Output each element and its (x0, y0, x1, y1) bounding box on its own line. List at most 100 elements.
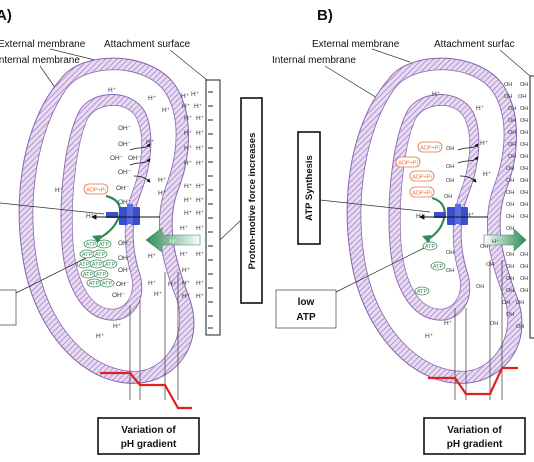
svg-text:OH: OH (508, 106, 516, 112)
svg-text:OH: OH (480, 244, 488, 250)
svg-text:OH: OH (446, 268, 454, 274)
svg-text:OH: OH (520, 166, 528, 172)
svg-text:H⁺: H⁺ (466, 212, 475, 219)
svg-text:H⁺: H⁺ (184, 145, 193, 152)
svg-text:ATP: ATP (79, 262, 90, 268)
svg-text:OH: OH (520, 130, 528, 136)
svg-text:H⁺: H⁺ (158, 177, 167, 184)
svg-text:OH: OH (508, 154, 516, 160)
svg-text:OH: OH (506, 214, 514, 220)
panel-a-ph-curve (100, 371, 192, 410)
svg-text:H⁺: H⁺ (146, 139, 155, 146)
panel-a-influx-hplus: H⁺ (170, 238, 177, 245)
svg-text:OH⁻: OH⁻ (118, 267, 132, 274)
svg-text:OH⁻: OH⁻ (118, 169, 132, 176)
svg-text:ATP: ATP (99, 242, 110, 248)
panel-b-internal-membrane-label: Internal membrane (272, 55, 356, 66)
svg-text:OH: OH (506, 202, 514, 208)
panel-b-letter: B) (317, 7, 333, 24)
svg-text:H⁺: H⁺ (158, 190, 167, 197)
svg-text:H⁺: H⁺ (148, 280, 157, 287)
svg-text:OH: OH (520, 142, 528, 148)
panel-b-ph-curve (428, 366, 518, 396)
svg-text:H⁺: H⁺ (181, 93, 190, 100)
svg-text:H⁺: H⁺ (196, 160, 205, 167)
svg-text:OH: OH (502, 300, 510, 306)
panel-a-atp-pool: ATP ATP ATP ATP ATP ATP ATP ATP ATP ATP … (76, 239, 118, 288)
svg-text:H⁺: H⁺ (196, 145, 205, 152)
svg-text:H⁺: H⁺ (196, 197, 205, 204)
svg-text:H⁺: H⁺ (184, 115, 193, 122)
panel-b-external-membrane-label: External membrane (312, 39, 400, 50)
svg-text:H⁺: H⁺ (180, 251, 189, 258)
svg-text:H⁺: H⁺ (196, 225, 205, 232)
svg-text:OH: OH (520, 252, 528, 258)
svg-text:ATP: ATP (425, 244, 436, 250)
svg-text:H⁺: H⁺ (425, 333, 434, 340)
svg-text:OH: OH (520, 214, 528, 220)
svg-text:H⁺: H⁺ (182, 280, 191, 287)
svg-text:OH: OH (516, 324, 524, 330)
svg-text:OH: OH (520, 190, 528, 196)
panel-a-proton-pump-arrows (129, 143, 151, 183)
svg-text:H⁺: H⁺ (168, 281, 177, 288)
svg-text:OH: OH (520, 276, 528, 282)
svg-text:H⁺: H⁺ (182, 293, 191, 300)
svg-text:OH⁻: OH⁻ (118, 199, 132, 206)
svg-text:H⁺: H⁺ (184, 183, 193, 190)
svg-text:ATP: ATP (83, 272, 94, 278)
svg-text:OH: OH (520, 82, 528, 88)
panel-a-external-membrane-label: External membrane (0, 39, 86, 50)
panel-a-attachment-surface (205, 79, 221, 336)
svg-text:H⁺: H⁺ (196, 115, 205, 122)
svg-text:ATP: ATP (95, 252, 106, 258)
svg-text:H⁺: H⁺ (476, 105, 485, 112)
panel-a-variation-line2: pH gradient (121, 439, 177, 450)
panel-a-variation-box (97, 417, 200, 455)
svg-text:H⁺: H⁺ (158, 243, 167, 250)
svg-text:H⁺: H⁺ (196, 251, 205, 258)
panel-b-adp-pool: ADP+Pi ADP+Pi ADP+Pi (395, 141, 443, 182)
panel-b-proton-pump-arrows (457, 143, 479, 183)
svg-text:H⁺: H⁺ (196, 210, 205, 217)
panel-a-internal-membrane-label: Internal membrane (0, 55, 80, 66)
svg-text:OH: OH (520, 154, 528, 160)
svg-text:H⁺: H⁺ (480, 140, 489, 147)
svg-text:OH: OH (476, 284, 484, 290)
svg-text:H⁺: H⁺ (154, 291, 163, 298)
panel-a-adp-pi (83, 183, 109, 195)
svg-text:ATP: ATP (82, 252, 93, 258)
svg-text:H⁺: H⁺ (55, 187, 64, 194)
svg-text:OH: OH (518, 94, 526, 100)
panel-a-attachment-surface-label: Attachment surface (104, 39, 191, 50)
svg-text:OH⁻: OH⁻ (112, 292, 126, 299)
panel-b-attachment-surface (529, 75, 534, 339)
svg-text:OH: OH (506, 166, 514, 172)
svg-text:OH: OH (506, 264, 514, 270)
panel-b-variation-line2: pH gradient (447, 439, 503, 450)
low-atp-line2: ATP (296, 312, 316, 323)
svg-text:OH⁻: OH⁻ (118, 125, 132, 132)
svg-text:H⁺: H⁺ (182, 103, 191, 110)
svg-text:H⁺: H⁺ (196, 293, 205, 300)
panel-b-oh-ions: OH OH OH OH OH OH OH OH OH OH OH OH OH O… (444, 82, 528, 330)
svg-text:OH: OH (508, 130, 516, 136)
svg-text:OH⁻: OH⁻ (128, 155, 142, 162)
panel-a-letter: A) (0, 7, 12, 24)
svg-text:H⁺: H⁺ (196, 130, 205, 137)
svg-text:ADP+Pi: ADP+Pi (420, 146, 439, 152)
svg-text:OH⁻: OH⁻ (116, 281, 130, 288)
panel-a: A) External membrane Internal membrane A… (0, 7, 263, 455)
svg-text:OH: OH (520, 118, 528, 124)
svg-text:ATP: ATP (102, 281, 113, 287)
svg-text:H⁺: H⁺ (184, 160, 193, 167)
svg-text:H⁺: H⁺ (483, 171, 492, 178)
svg-text:H⁺: H⁺ (444, 320, 453, 327)
svg-text:OH: OH (520, 178, 528, 184)
panel-a-oh-ions: OH⁻ OH⁻ OH⁻ OH⁻ OH⁻ OH⁻ OH⁻ OH⁻ OH⁻ OH⁻ … (110, 125, 142, 299)
panel-b-variation-line1: Variation of (447, 425, 502, 436)
panel-a-adp-pi-label: ADP+Pi (86, 188, 105, 194)
svg-text:OH: OH (520, 106, 528, 112)
svg-text:OH: OH (506, 178, 514, 184)
